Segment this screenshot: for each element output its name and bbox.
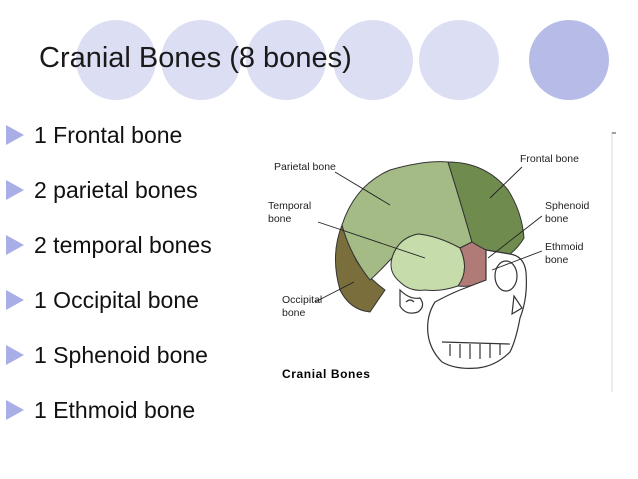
figure-caption: Cranial Bones — [282, 367, 371, 381]
occipital-bone-label-line2: bone — [282, 307, 306, 319]
triangle-bullet-icon — [6, 125, 24, 145]
parietal-bone-label: Parietal bone — [274, 161, 336, 173]
bullet-item: 1 Occipital bone — [6, 283, 212, 338]
bullet-text: 2 parietal bones — [34, 177, 198, 203]
ethmoid-bone-label-line2: bone — [545, 254, 569, 266]
bullet-list: 1 Frontal bone 2 parietal bones 2 tempor… — [6, 118, 212, 448]
bullet-item: 1 Ethmoid bone — [6, 393, 212, 448]
bullet-text: 1 Occipital bone — [34, 287, 199, 313]
bullet-text: 1 Ethmoid bone — [34, 397, 196, 423]
occipital-bone-label-line1: Occipital — [282, 294, 322, 306]
face-outline — [399, 249, 527, 369]
triangle-bullet-icon — [6, 345, 24, 365]
temporal-bone-label-line2: bone — [268, 213, 292, 225]
skull-illustration: Parietal bone Frontal bone Temporal bone… — [268, 153, 590, 381]
bullet-item: 2 parietal bones — [6, 173, 212, 228]
skull-diagram: Parietal bone Frontal bone Temporal bone… — [260, 130, 620, 390]
pointer-lines — [314, 166, 543, 303]
temporal-bone-label-line1: Temporal — [268, 200, 311, 212]
sphenoid-bone-label-line2: bone — [545, 213, 569, 225]
bullet-item: 2 temporal bones — [6, 228, 212, 283]
bullet-text: 1 Frontal bone — [34, 122, 183, 148]
frontal-bone-label: Frontal bone — [520, 153, 579, 165]
triangle-bullet-icon — [6, 400, 24, 420]
bullet-item: 1 Sphenoid bone — [6, 338, 212, 393]
triangle-bullet-icon — [6, 290, 24, 310]
triangle-bullet-icon — [6, 180, 24, 200]
slide-title: Cranial Bones (8 bones) — [39, 42, 352, 74]
bullet-text: 1 Sphenoid bone — [34, 342, 208, 368]
triangle-bullet-icon — [6, 235, 24, 255]
frontal-region — [447, 161, 525, 255]
sphenoid-bone-label-line1: Sphenoid — [545, 200, 590, 212]
bullet-item: 1 Frontal bone — [6, 118, 212, 173]
ethmoid-bone-label-line1: Ethmoid — [545, 241, 584, 253]
bullet-text: 2 temporal bones — [34, 232, 212, 258]
